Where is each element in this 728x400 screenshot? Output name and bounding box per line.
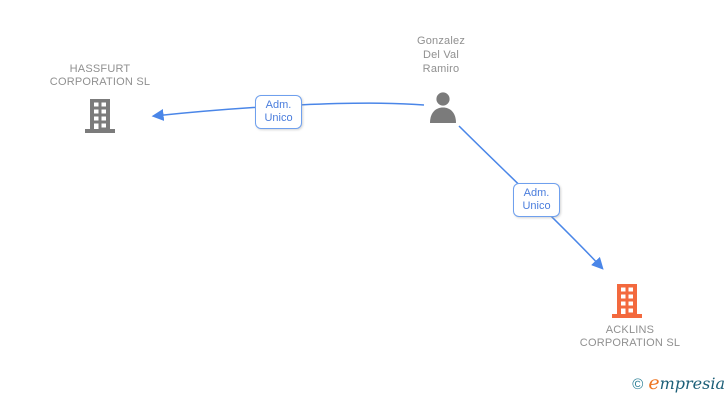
node-label-gonzalez-del-val-ramiro[interactable]: Gonzalez Del Val Ramiro xyxy=(416,35,466,75)
person-icon[interactable] xyxy=(427,91,459,123)
node-label-hassfurt-corporation[interactable]: HASSFURT CORPORATION SL xyxy=(49,63,151,88)
edge-label-adm-unico-hassfurt: Adm. Unico xyxy=(255,95,302,129)
brand-rest: mpresia xyxy=(659,374,725,393)
building-icon[interactable] xyxy=(611,284,643,318)
brand-wordmark: empresia xyxy=(648,372,725,394)
empresia-logo[interactable]: © empresia xyxy=(632,372,725,394)
edge-label-adm-unico-acklins: Adm. Unico xyxy=(513,183,560,217)
building-icon[interactable] xyxy=(84,99,116,133)
copyright-icon: © xyxy=(632,376,644,393)
brand-initial: e xyxy=(648,372,660,394)
node-label-acklins-corporation[interactable]: ACKLINS CORPORATION SL xyxy=(579,324,681,349)
